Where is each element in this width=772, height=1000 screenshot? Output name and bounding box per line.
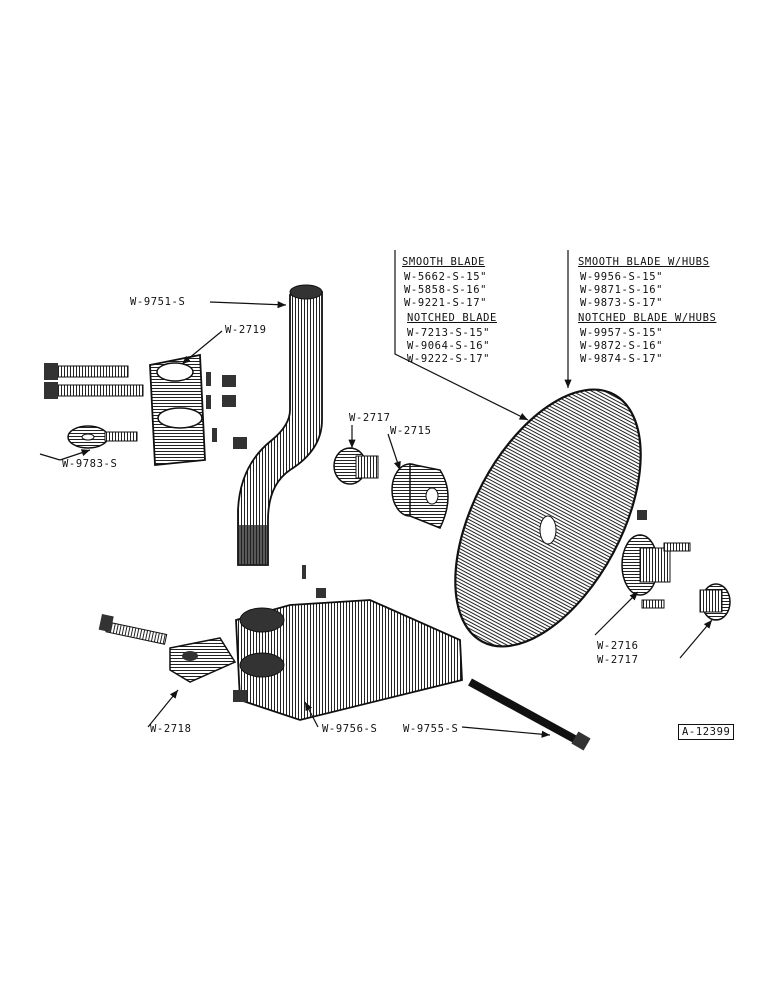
heading-notched-blade-hubs: NOTCHED BLADE W/HUBS [578, 312, 717, 324]
clamp-assembly-lower [98, 614, 237, 683]
label-w9756s: W-9756-S [322, 723, 378, 735]
smooth-blade-item: W-5662-S-15" [404, 271, 488, 283]
notched-blade-hubs-item: W-9874-S-17" [580, 353, 664, 365]
heading-smooth-blade-hubs: SMOOTH BLADE W/HUBS [578, 256, 710, 268]
disc-blade [454, 388, 642, 648]
heading-smooth-blade: SMOOTH BLADE [402, 256, 486, 268]
smooth-blade-item: W-5858-S-16" [404, 284, 488, 296]
hub-and-bearing-right [621, 510, 731, 621]
label-w2717-left: W-2717 [349, 412, 391, 424]
label-w9755s: W-9755-S [403, 723, 459, 735]
smooth-blade-hubs-item: W-9873-S-17" [580, 297, 664, 309]
label-w9783s: W-9783-S [62, 458, 118, 470]
label-w2716: W-2716 [597, 640, 639, 652]
notched-blade-item: W-9222-S-17" [407, 353, 491, 365]
label-w9751s: W-9751-S [130, 296, 186, 308]
smooth-blade-hubs-item: W-9871-S-16" [580, 284, 664, 296]
leader-lines [39, 250, 713, 738]
smooth-blade-hubs-item: W-9956-S-15" [580, 271, 664, 283]
label-w2715: W-2715 [390, 425, 432, 437]
bearing-bracket [233, 565, 463, 721]
notched-blade-hubs-item: W-9872-S-16" [580, 340, 664, 352]
notched-blade-item: W-9064-S-16" [407, 340, 491, 352]
heading-notched-blade: NOTCHED BLADE [407, 312, 497, 324]
hub-and-bearing-left [333, 447, 449, 529]
standard-shank-pipe [237, 284, 323, 566]
label-w2717-right: W-2717 [597, 654, 639, 666]
label-w2718: W-2718 [150, 723, 192, 735]
long-axle-bolt [468, 678, 591, 751]
label-w2719: W-2719 [225, 324, 267, 336]
clamp-assembly-upper [44, 353, 247, 466]
smooth-blade-item: W-9221-S-17" [404, 297, 488, 309]
figure-id-badge: A-12399 [678, 724, 735, 740]
notched-blade-hubs-item: W-9957-S-15" [580, 327, 664, 339]
notched-blade-item: W-7213-S-15" [407, 327, 491, 339]
